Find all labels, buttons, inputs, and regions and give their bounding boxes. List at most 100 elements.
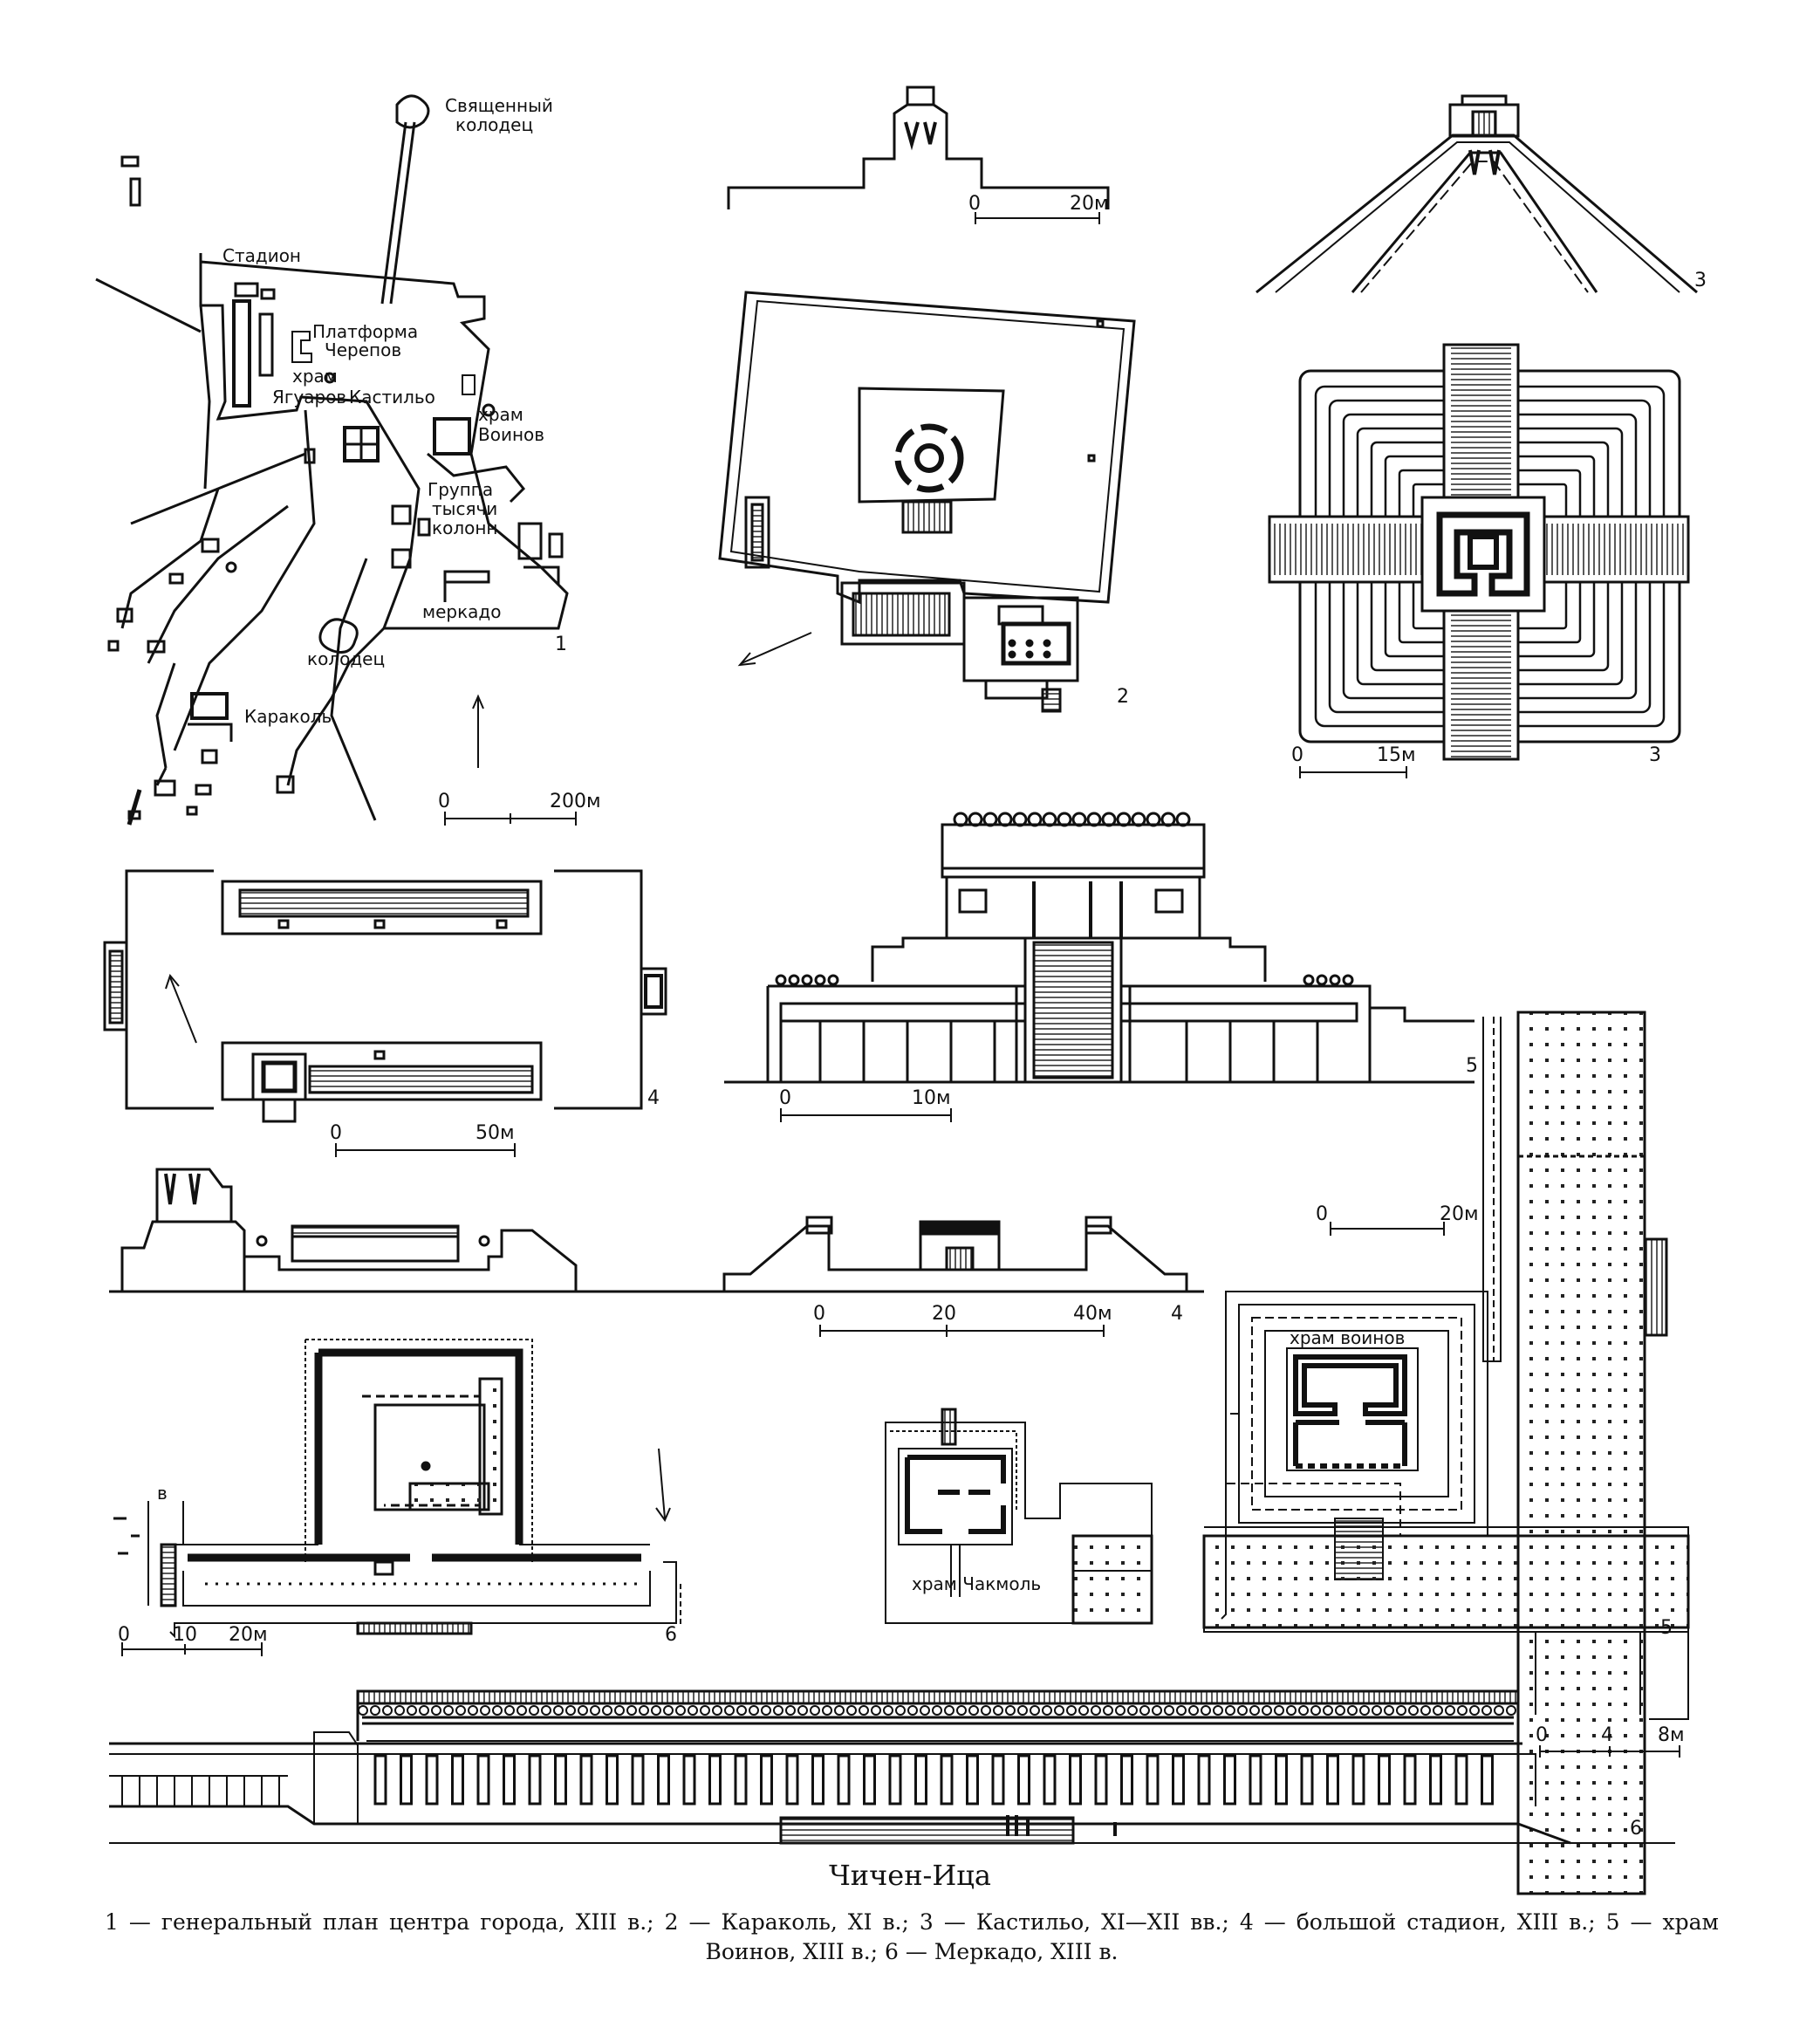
mercado-column xyxy=(503,1754,516,1806)
warriors-plan xyxy=(1202,1011,1690,1895)
label-platform-2: Черепов xyxy=(325,339,401,360)
mercado-frieze-motif xyxy=(810,1705,820,1716)
mercado-frieze-motif xyxy=(382,1705,393,1716)
mercado-frieze-motif xyxy=(1359,1705,1370,1716)
mercado-frieze-motif xyxy=(358,1705,368,1716)
warriors-elev-scale-end: 10м xyxy=(912,1087,951,1109)
mercado-column xyxy=(425,1754,439,1806)
mercado-frieze-motif xyxy=(1298,1705,1309,1716)
mercado-frieze-motif xyxy=(1237,1705,1248,1716)
mercado-plan xyxy=(113,1339,681,1656)
mercado-column xyxy=(1429,1754,1442,1806)
mercado-column xyxy=(657,1754,670,1806)
label-mercado: меркадо xyxy=(422,601,502,622)
warriors-elev-scale-zero: 0 xyxy=(779,1087,791,1109)
mercado-elevation xyxy=(109,1689,1680,1845)
mercado-frieze-motif xyxy=(1396,1705,1406,1716)
ballcourt-plan xyxy=(103,869,667,1157)
mercado-frieze-motif xyxy=(1213,1705,1223,1716)
mercado-column xyxy=(682,1754,696,1806)
site-scale-zero: 0 xyxy=(438,791,450,812)
mercado-elev-number: 6 xyxy=(1630,1818,1642,1840)
label-platform-1: Платформа xyxy=(312,321,418,342)
mercado-frieze xyxy=(358,1705,1516,1716)
mercado-column xyxy=(1249,1754,1262,1806)
mercado-frieze-motif xyxy=(517,1705,527,1716)
mercado-frieze-motif xyxy=(1017,1705,1028,1716)
mercado-frieze-motif xyxy=(1347,1705,1358,1716)
mercado-frieze-motif xyxy=(590,1705,600,1716)
mercado-frieze-motif xyxy=(981,1705,991,1716)
label-jaguars: Ягуаров xyxy=(272,387,346,408)
ballcourt-plan-scale-end: 50м xyxy=(476,1122,515,1144)
mercado-frieze-motif xyxy=(1042,1705,1052,1716)
mercado-column xyxy=(1197,1754,1211,1806)
ballcourt-section-scale-20: 20 xyxy=(932,1303,956,1325)
warriors-plan-scale-end: 20м xyxy=(1440,1203,1479,1225)
mercado-plan-scale-20: 20м xyxy=(229,1624,268,1646)
ballcourt-section-number: 4 xyxy=(1171,1303,1183,1325)
warriors-plan-scale-zero: 0 xyxy=(1316,1203,1328,1225)
mercado-frieze-motif xyxy=(1249,1705,1260,1716)
mercado-frieze-motif xyxy=(1457,1705,1468,1716)
mercado-frieze-motif xyxy=(1262,1705,1272,1716)
mercado-column xyxy=(1403,1754,1417,1806)
label-sacred-well-2: колодец xyxy=(455,114,533,135)
mercado-frieze-motif xyxy=(944,1705,954,1716)
mercado-elev-scale-8: 8м xyxy=(1658,1724,1685,1746)
mercado-frieze-motif xyxy=(1494,1705,1504,1716)
ballcourt-section-scale-40: 40м xyxy=(1073,1303,1112,1325)
mercado-frieze-motif xyxy=(1030,1705,1040,1716)
mercado-frieze-motif xyxy=(455,1705,466,1716)
mercado-frieze-motif xyxy=(859,1705,869,1716)
label-warriors-2: Воинов xyxy=(478,424,544,445)
label-warriors-1: храм xyxy=(478,404,523,425)
castillo-plan xyxy=(1268,343,1690,778)
mercado-frieze-motif xyxy=(602,1705,612,1716)
mercado-frieze-motif xyxy=(651,1705,661,1716)
mercado-plan-number: 6 xyxy=(665,1624,677,1646)
mercado-frieze-motif xyxy=(1103,1705,1113,1716)
mercado-frieze-motif xyxy=(553,1705,564,1716)
mercado-plan-mark: в xyxy=(157,1483,168,1504)
caption-text: 1 — генеральный план центра города, XIII… xyxy=(105,1909,1719,1964)
mercado-column xyxy=(1454,1754,1468,1806)
mercado-frieze-motif xyxy=(626,1705,637,1716)
mercado-frieze-motif xyxy=(504,1705,515,1716)
castillo-scale-zero: 0 xyxy=(1291,744,1303,766)
mercado-frieze-motif xyxy=(736,1705,747,1716)
mercado-column xyxy=(708,1754,722,1806)
mercado-column xyxy=(1146,1754,1160,1806)
mercado-frieze-motif xyxy=(1176,1705,1187,1716)
site-scale-end: 200м xyxy=(550,791,601,812)
mercado-frieze-motif xyxy=(1445,1705,1455,1716)
warriors-elevation xyxy=(724,812,1474,1122)
mercado-frieze-motif xyxy=(480,1705,490,1716)
caption-title: Чичен-Ица xyxy=(829,1859,991,1892)
mercado-frieze-motif xyxy=(1469,1705,1480,1716)
caracol-number: 2 xyxy=(1117,686,1129,708)
mercado-frieze-motif xyxy=(614,1705,625,1716)
mercado-frieze-motif xyxy=(1310,1705,1321,1716)
mercado-column xyxy=(1300,1754,1314,1806)
mercado-frieze-motif xyxy=(700,1705,710,1716)
caracol-elevation-scale xyxy=(975,212,1100,224)
ballcourt-plan-scale-zero: 0 xyxy=(330,1122,342,1144)
mercado-frieze-motif xyxy=(1152,1705,1162,1716)
label-stadium: Стадион xyxy=(222,245,301,266)
sacred-well-shape xyxy=(395,94,430,129)
caracol-plan xyxy=(718,291,1136,713)
caracol-elev-scale-zero: 0 xyxy=(968,193,981,215)
mercado-column xyxy=(914,1754,927,1806)
mercado-colonnade xyxy=(373,1754,1494,1806)
mercado-column xyxy=(451,1754,464,1806)
label-group-2: тысячи xyxy=(432,498,497,519)
mercado-frieze-motif xyxy=(1188,1705,1199,1716)
mercado-column xyxy=(991,1754,1005,1806)
mercado-frieze-motif xyxy=(907,1705,918,1716)
mercado-frieze-motif xyxy=(394,1705,405,1716)
mercado-frieze-motif xyxy=(565,1705,576,1716)
mercado-frieze-motif xyxy=(431,1705,441,1716)
